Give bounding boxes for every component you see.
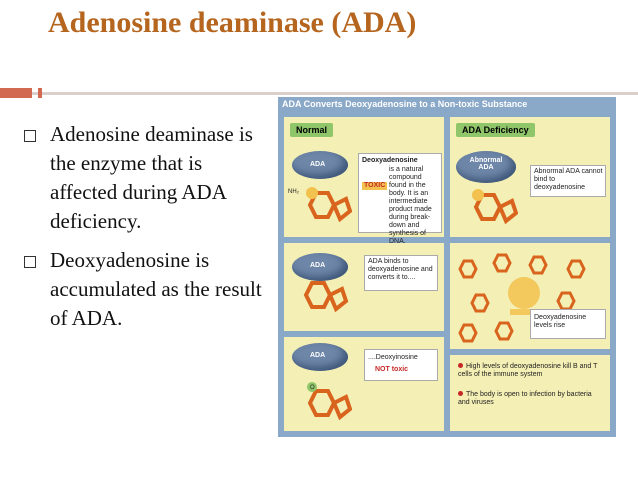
- normal-panel-2: ADA ADA binds to deoxyadenosine and conv…: [284, 243, 444, 331]
- slide-title: Adenosine deaminase (ADA): [48, 6, 417, 39]
- molecule-icon: [472, 189, 518, 225]
- deoxyadenosine-text: is a natural compound found in the body.…: [389, 166, 432, 245]
- binds-box: ADA binds to deoxyadenosine and converts…: [364, 255, 438, 291]
- deficiency-panel-3: High levels of deoxyadenosine kill B and…: [450, 355, 610, 431]
- divider-line: [0, 92, 638, 95]
- deoxyadenosine-title: Deoxyadenosine: [362, 157, 418, 164]
- info-box: Deoxyadenosine TOXIC is a natural compou…: [358, 153, 442, 245]
- o-label: O: [310, 385, 315, 391]
- red-bullet-icon: [458, 363, 463, 368]
- bullet-item: Adenosine deaminase is the enzyme that i…: [24, 120, 269, 236]
- red-bullet-icon: [458, 391, 463, 396]
- bullet-text: Deoxyadenosine is accumulated as the res…: [50, 248, 262, 330]
- not-toxic-label: NOT toxic: [375, 366, 409, 373]
- levels-rise-text: Deoxyadenosine levels rise: [534, 314, 587, 329]
- square-bullet-icon: [24, 256, 36, 268]
- effect-bullet-1: High levels of deoxyadenosine kill B and…: [458, 363, 604, 379]
- normal-label: Normal: [290, 123, 334, 137]
- ada-label: ADA: [310, 262, 326, 269]
- ada-enzyme-icon: [292, 253, 348, 281]
- bullet-list: Adenosine deaminase is the enzyme that i…: [24, 120, 269, 343]
- deoxyinosine-box: ....Deoxyinosine NOT toxic: [364, 349, 438, 381]
- cannot-bind-text: Abnormal ADA cannot bind to deoxyadenosi…: [534, 168, 603, 191]
- ada-figure: ADA Converts Deoxyadenosine to a Non-tox…: [278, 97, 616, 437]
- cannot-bind-box: Abnormal ADA cannot bind to deoxyadenosi…: [530, 165, 606, 197]
- molecule-icon: [303, 281, 349, 313]
- ada-enzyme-icon: [292, 343, 348, 371]
- molecule-icon: [307, 382, 352, 421]
- binds-text: ADA binds to deoxyadenosine and converts…: [368, 258, 433, 281]
- effect-bullet-2: The body is open to infection by bacteri…: [458, 391, 604, 407]
- nh2-label: NH₂: [288, 189, 299, 195]
- ada-deficiency-label: ADA Deficiency: [456, 123, 535, 137]
- divider-accent-small: [38, 88, 42, 98]
- abnormal-ada-label: Abnormal ADA: [469, 157, 503, 171]
- molecule-icon: [306, 187, 352, 223]
- square-bullet-icon: [24, 130, 36, 142]
- normal-panel-1: Normal ADA NH₂ Deoxyadenosine TOXIC is a…: [284, 117, 444, 245]
- divider-accent: [0, 88, 32, 98]
- bullet-item: Deoxyadenosine is accumulated as the res…: [24, 246, 269, 333]
- abnormal-ada-icon: [456, 151, 516, 183]
- deficiency-panel-1: ADA Deficiency Abnormal ADA Abnormal ADA…: [450, 117, 610, 237]
- figure-title: ADA Converts Deoxyadenosine to a Non-tox…: [282, 99, 528, 109]
- effect-text-1: High levels of deoxyadenosine kill B and…: [458, 363, 598, 378]
- levels-rise-box: Deoxyadenosine levels rise: [530, 309, 606, 339]
- effect-text-2: The body is open to infection by bacteri…: [458, 391, 592, 406]
- ada-enzyme-icon: [292, 151, 348, 179]
- toxic-label: TOXIC: [362, 182, 388, 190]
- normal-panel-3: ADA O ....Deoxyinosine NOT toxic: [284, 337, 444, 431]
- ada-label: ADA: [310, 161, 326, 168]
- bullet-text: Adenosine deaminase is the enzyme that i…: [50, 122, 253, 233]
- deoxyinosine-text: ....Deoxyinosine: [368, 354, 418, 361]
- deficiency-panel-2: Deoxyadenosine levels rise: [450, 243, 610, 349]
- ada-label: ADA: [310, 352, 326, 359]
- accumulated-molecules-icon: [458, 253, 586, 343]
